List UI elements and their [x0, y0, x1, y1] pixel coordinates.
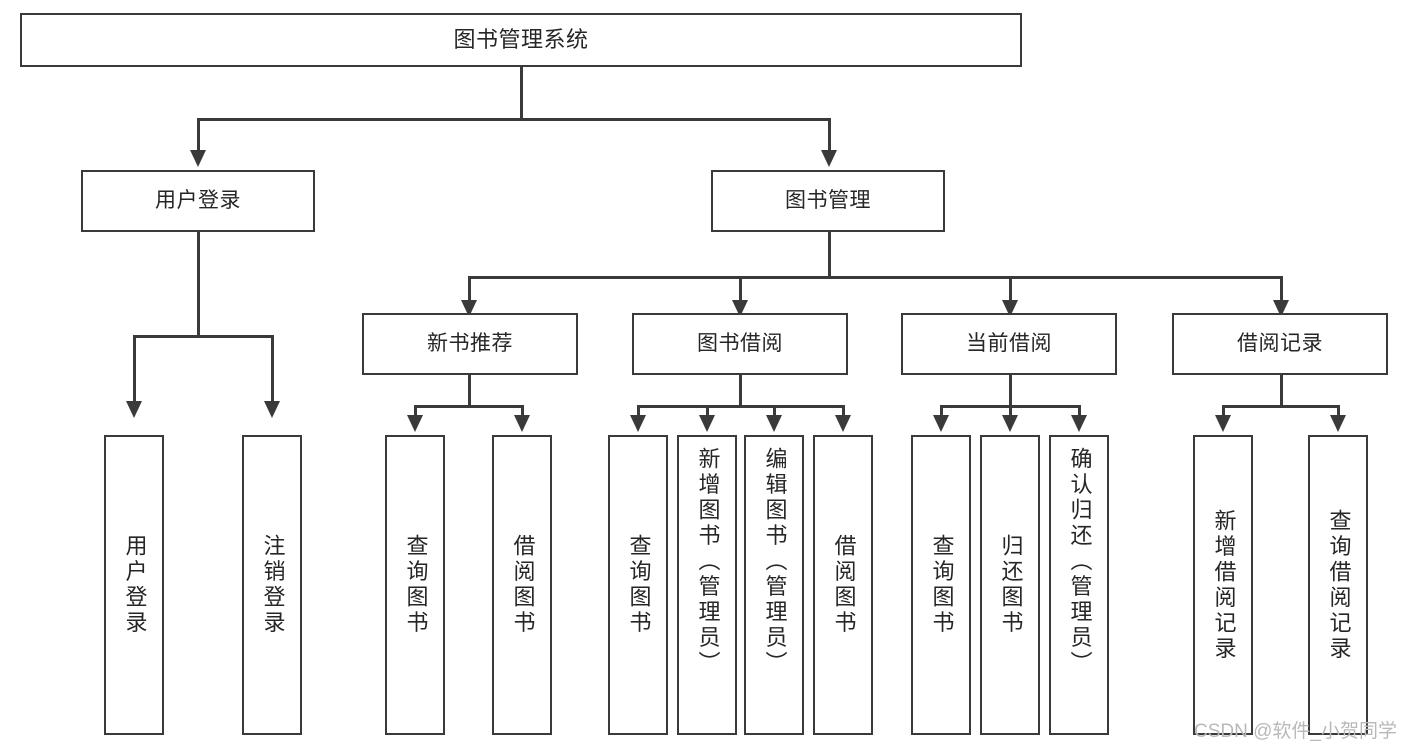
csdn-watermark: CSDN @软件_小贺同学	[1194, 721, 1397, 742]
connector-drop-leaf-book-borrow-4	[842, 405, 845, 419]
leaf-query-book-new[interactable]: 查询图书	[385, 435, 445, 735]
leaf-label: 查询图书	[929, 534, 955, 636]
node-label: 新书推荐	[427, 332, 513, 356]
connector-drop-user-login	[197, 118, 200, 152]
connector-level2-bus	[197, 118, 831, 121]
connector-drop-book-management	[828, 118, 831, 152]
connector-drop-leaf-book-borrow-1	[637, 405, 640, 419]
connector-drop-leaf-user-login-2	[271, 335, 274, 403]
arrow-book-borrow	[732, 300, 748, 317]
connector-drop-leaf-user-login-1	[133, 335, 136, 403]
node-new-book-recommend[interactable]: 新书推荐	[362, 313, 578, 375]
connector-drop-leaf-current-borrow-2	[1009, 405, 1012, 419]
arrow-user-login	[190, 150, 206, 167]
connector-root-stem	[520, 67, 523, 118]
node-label: 图书管理	[785, 189, 871, 213]
connector-book-management-stem	[828, 232, 831, 276]
connector-current-borrow-stem	[1009, 375, 1012, 405]
connector-drop-new-book	[468, 276, 471, 302]
node-label: 图书借阅	[697, 332, 783, 356]
leaf-query-book-current[interactable]: 查询图书	[911, 435, 971, 735]
connector-drop-borrow-record	[1280, 276, 1283, 302]
node-borrow-record[interactable]: 借阅记录	[1172, 313, 1388, 375]
node-label: 当前借阅	[966, 332, 1052, 356]
connector-new-book-bus	[414, 405, 524, 408]
node-label: 借阅记录	[1237, 332, 1323, 356]
connector-drop-book-borrow	[739, 276, 742, 302]
leaf-logout[interactable]: 注销登录	[242, 435, 302, 735]
leaf-user-login[interactable]: 用户登录	[104, 435, 164, 735]
leaf-label: 归还图书	[998, 534, 1024, 636]
leaf-label: 新增借阅记录	[1211, 508, 1237, 662]
connector-borrow-record-stem	[1280, 375, 1283, 405]
connector-drop-leaf-book-borrow-3	[773, 405, 776, 419]
node-current-borrow[interactable]: 当前借阅	[901, 313, 1117, 375]
arrow-leaf-book-borrow-3	[766, 415, 782, 432]
arrow-borrow-record	[1273, 300, 1289, 317]
connector-drop-leaf-borrow-record-1	[1222, 405, 1225, 419]
connector-user-login-bus	[133, 335, 274, 338]
arrow-leaf-current-borrow-1	[933, 415, 949, 432]
node-label: 用户登录	[155, 189, 241, 213]
leaf-label: 用户登录	[122, 534, 148, 636]
connector-drop-leaf-borrow-record-2	[1337, 405, 1340, 419]
leaf-label: 查询图书	[626, 534, 652, 636]
node-book-management[interactable]: 图书管理	[711, 170, 945, 232]
arrow-leaf-book-borrow-4	[835, 415, 851, 432]
leaf-confirm-return-admin[interactable]: 确认归还（管理员）	[1049, 435, 1109, 735]
connector-drop-leaf-new-book-2	[521, 405, 524, 419]
arrow-book-management	[821, 150, 837, 167]
node-label: 图书管理系统	[453, 26, 589, 52]
arrow-leaf-new-book-2	[514, 415, 530, 432]
connector-drop-leaf-current-borrow-3	[1078, 405, 1081, 419]
leaf-add-borrow-record[interactable]: 新增借阅记录	[1193, 435, 1253, 735]
leaf-label: 编辑图书（管理员）	[762, 447, 788, 677]
leaf-label: 新增图书（管理员）	[695, 447, 721, 677]
connector-user-login-stem	[197, 232, 200, 335]
connector-book-borrow-bus	[637, 405, 845, 408]
leaf-label: 借阅图书	[831, 534, 857, 636]
connector-drop-leaf-book-borrow-2	[706, 405, 709, 419]
arrow-leaf-new-book-1	[407, 415, 423, 432]
connector-drop-current-borrow	[1009, 276, 1012, 302]
node-root-book-management-system[interactable]: 图书管理系统	[20, 13, 1022, 67]
connector-level3-bus	[468, 276, 1280, 279]
leaf-label: 查询借阅记录	[1326, 508, 1352, 662]
connector-new-book-stem	[468, 375, 471, 405]
node-user-login[interactable]: 用户登录	[81, 170, 315, 232]
leaf-label: 查询图书	[403, 534, 429, 636]
arrow-current-borrow	[1002, 300, 1018, 317]
leaf-query-book-borrow[interactable]: 查询图书	[608, 435, 668, 735]
connector-borrow-record-bus	[1222, 405, 1339, 408]
leaf-edit-book-admin[interactable]: 编辑图书（管理员）	[744, 435, 804, 735]
arrow-leaf-user-login-1	[126, 401, 142, 418]
arrow-leaf-borrow-record-2	[1330, 415, 1346, 432]
leaf-query-borrow-record[interactable]: 查询借阅记录	[1308, 435, 1368, 735]
leaf-label: 注销登录	[260, 534, 286, 636]
leaf-label: 借阅图书	[510, 534, 536, 636]
connector-drop-leaf-current-borrow-1	[940, 405, 943, 419]
leaf-borrow-book-new[interactable]: 借阅图书	[492, 435, 552, 735]
leaf-label: 确认归还（管理员）	[1067, 447, 1093, 677]
arrow-new-book	[461, 300, 477, 317]
arrow-leaf-current-borrow-3	[1071, 415, 1087, 432]
leaf-return-book[interactable]: 归还图书	[980, 435, 1040, 735]
arrow-leaf-user-login-2	[264, 401, 280, 418]
arrow-leaf-borrow-record-1	[1215, 415, 1231, 432]
leaf-borrow-book[interactable]: 借阅图书	[813, 435, 873, 735]
arrow-leaf-book-borrow-2	[699, 415, 715, 432]
connector-drop-leaf-new-book-1	[414, 405, 417, 419]
arrow-leaf-book-borrow-1	[630, 415, 646, 432]
node-book-borrow[interactable]: 图书借阅	[632, 313, 848, 375]
leaf-add-book-admin[interactable]: 新增图书（管理员）	[677, 435, 737, 735]
connector-book-borrow-stem	[739, 375, 742, 405]
arrow-leaf-current-borrow-2	[1002, 415, 1018, 432]
